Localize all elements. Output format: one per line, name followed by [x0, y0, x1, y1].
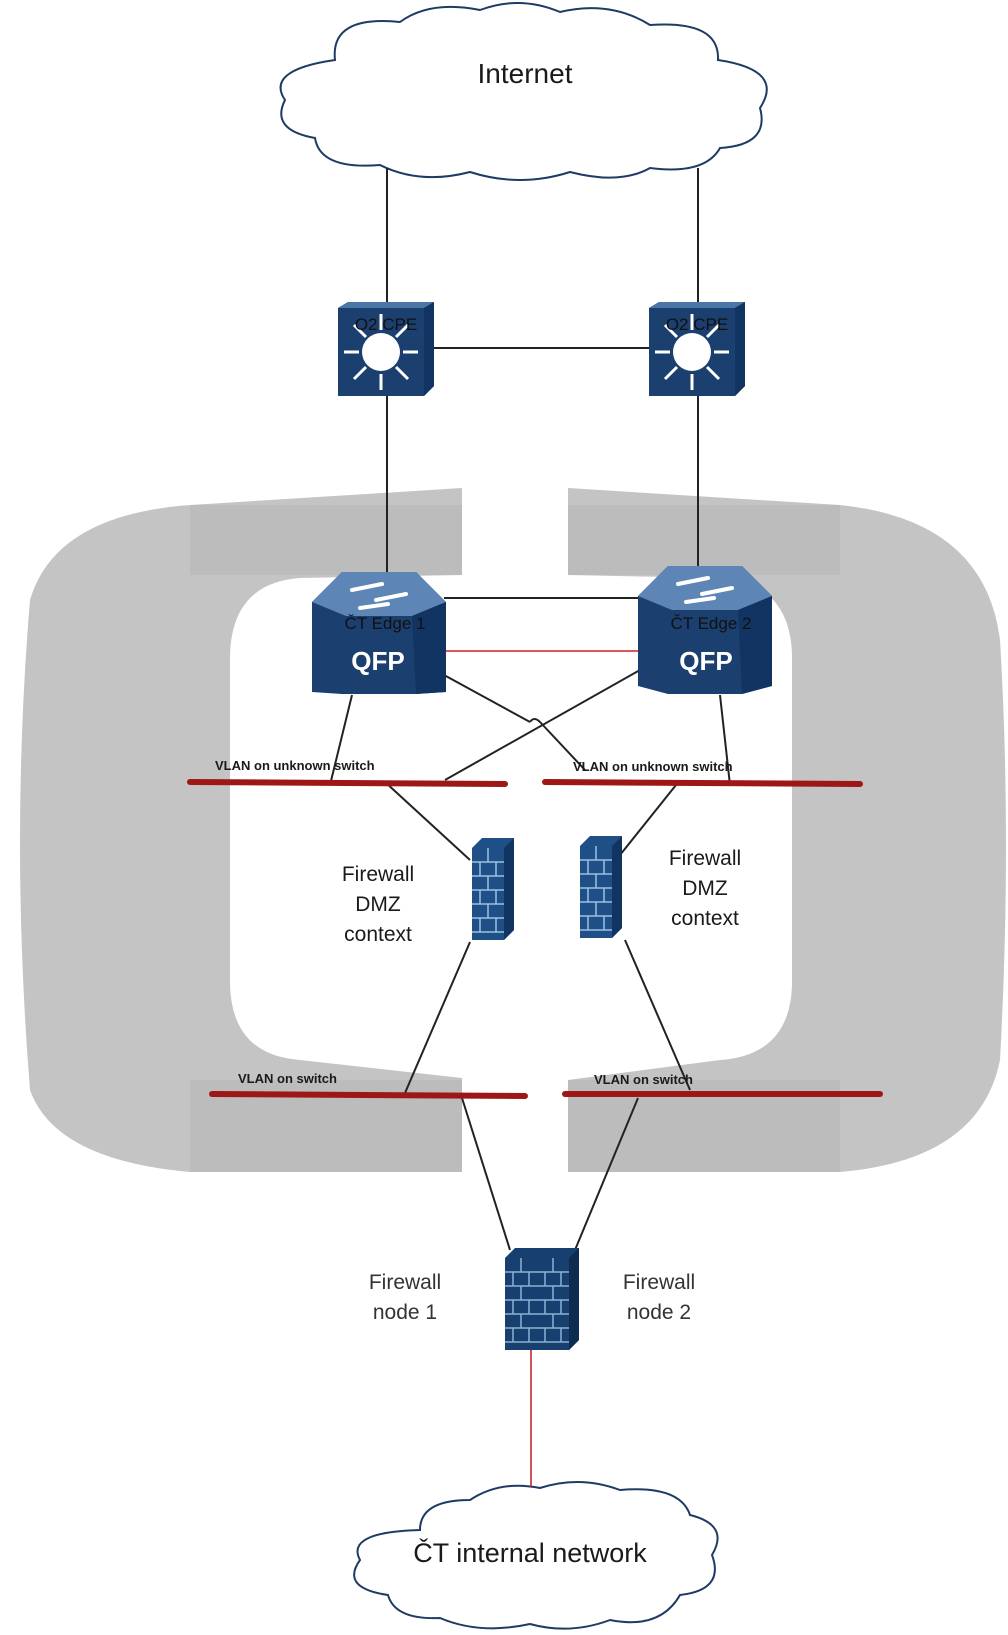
- vlan-top-left-label: VLAN on unknown switch: [215, 758, 375, 773]
- cpe-right-label: O2 CPE: [665, 315, 729, 334]
- internet-cloud-label: Internet: [477, 58, 573, 89]
- firewall-node2-label: Firewall node 2: [622, 1271, 696, 1324]
- internet-cloud: [279, 2, 768, 181]
- dmz-left-firewall-label: Firewall DMZ context: [341, 863, 415, 946]
- cpe-left-label: O2 CPE: [354, 315, 418, 334]
- cpe-right-router-icon[interactable]: [649, 302, 745, 396]
- vlan-bars: [187, 779, 883, 1099]
- vlan-bar-bottom-left: [209, 1091, 528, 1099]
- edge1-asr-router-icon[interactable]: [312, 572, 446, 694]
- vlan-top-right-label: VLAN on unknown switch: [573, 759, 733, 774]
- internal-network-cloud-label: ČT internal network: [413, 1538, 647, 1568]
- firewall-node1-label: Firewall node 1: [368, 1271, 442, 1324]
- edge2-asr-router-icon[interactable]: [638, 566, 772, 694]
- dmz-right-firewall-label: Firewall DMZ context: [668, 847, 742, 930]
- cpe-left-router-icon[interactable]: [338, 302, 434, 396]
- edge-zone-background: [20, 488, 1006, 1172]
- vlan-bottom-left-label: VLAN on switch: [238, 1071, 337, 1086]
- internal-network-cloud: [353, 1481, 719, 1630]
- edge1-qfp-badge: QFP: [351, 646, 405, 676]
- firewall-node2-brick-icon[interactable]: [537, 1248, 579, 1350]
- dmz-left-firewall-brick-icon[interactable]: [472, 838, 514, 940]
- dmz-right-firewall-brick-icon[interactable]: [580, 836, 622, 938]
- vlan-bar-top-left: [187, 779, 508, 787]
- edge2-label: ČT Edge 2: [670, 614, 752, 633]
- vlan-bottom-right-label: VLAN on switch: [594, 1072, 693, 1087]
- edge2-qfp-badge: QFP: [679, 646, 733, 676]
- edge1-label: ČT Edge 1: [344, 614, 426, 633]
- vlan-bar-top-right: [542, 779, 863, 787]
- connections: [329, 168, 731, 1251]
